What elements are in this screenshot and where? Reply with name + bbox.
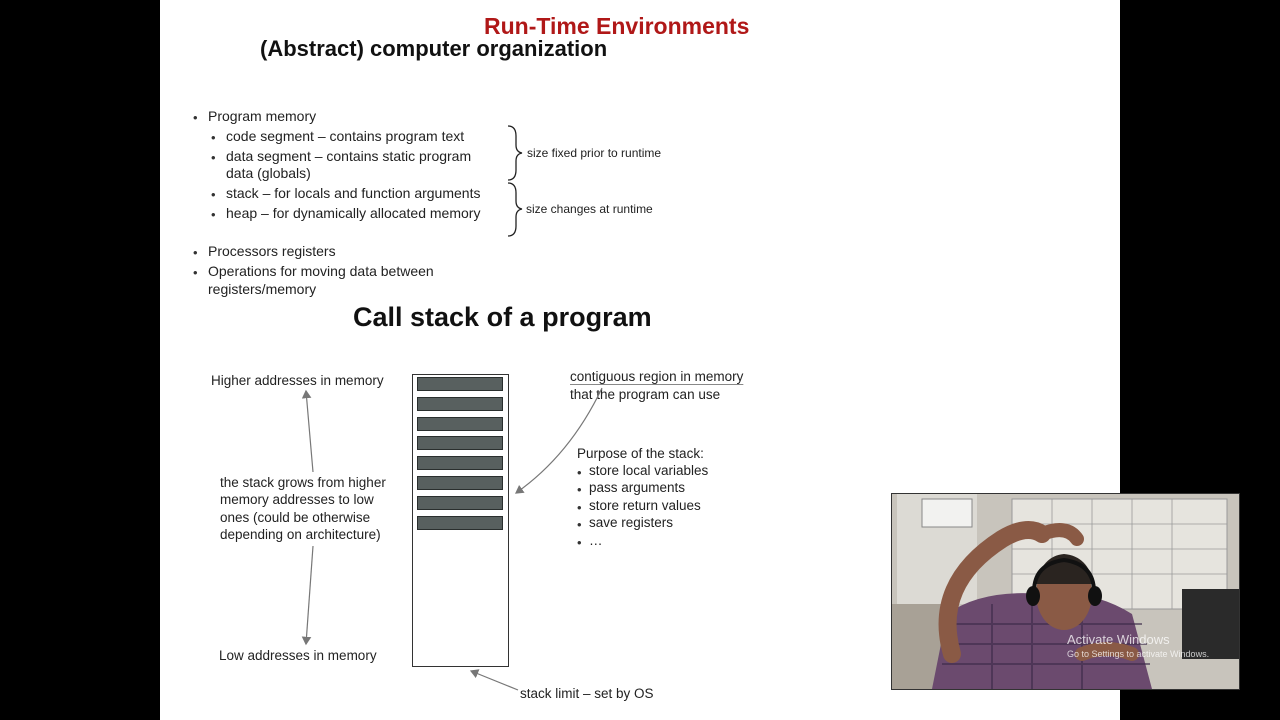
callstack-heading: Call stack of a program (353, 302, 652, 332)
bullet-dot: • (211, 207, 216, 222)
grows-line-4: depending on architecture) (220, 527, 381, 542)
bullet-dot: • (193, 245, 198, 260)
operations-item: Operations for moving data between (208, 263, 434, 279)
stack-frame (417, 377, 503, 391)
purpose-item: pass arguments (589, 480, 686, 495)
brace-fixed (507, 125, 523, 181)
memory-item-data: data segment – contains static program (226, 148, 472, 164)
grows-line-1: the stack grows from higher (220, 475, 386, 490)
watermark-line-2: Go to Settings to activate Windows. (1067, 649, 1210, 659)
region-label-line-1: contiguous region in memory (570, 369, 744, 384)
operations-item-cont: registers/memory (208, 281, 317, 297)
bullet-dot: • (211, 187, 216, 202)
stack-frame (417, 456, 503, 470)
stack-frame (417, 496, 503, 510)
purpose-item: store return values (589, 498, 701, 513)
grows-line-2: memory addresses to low (220, 492, 374, 507)
webcam-video: Activate Windows Go to Settings to activ… (891, 493, 1240, 690)
purpose-heading: Purpose of the stack: (577, 446, 704, 461)
region-label-line-2: that the program can use (570, 387, 721, 402)
registers-item: Processors registers (208, 243, 336, 259)
stack-frame (417, 436, 503, 450)
stack-frame (417, 397, 503, 411)
arrow-limit (469, 669, 519, 691)
stack-limit-label: stack limit – set by OS (520, 686, 654, 701)
memory-item-code: code segment – contains program text (226, 128, 465, 144)
brace-changes (507, 182, 523, 237)
memory-item-heap: heap – for dynamically allocated memory (226, 205, 481, 221)
slide-subtitle: (Abstract) computer organization (260, 36, 608, 61)
slide-title: Run-Time Environments (484, 13, 750, 39)
arrow-region (515, 387, 603, 494)
bullet-dot: • (577, 482, 582, 497)
bullet-dot: • (577, 500, 582, 515)
memory-item-data-cont: data (globals) (226, 165, 311, 181)
grows-line-3: ones (could be otherwise (220, 510, 371, 525)
program-memory-heading: Program memory (208, 108, 317, 124)
webcam-scene (892, 494, 1239, 689)
stack-frame (417, 516, 503, 530)
higher-addresses-label: Higher addresses in memory (211, 373, 384, 388)
stack-frame (417, 476, 503, 490)
bullet-dot: • (211, 150, 216, 165)
bullet-dot: • (193, 265, 198, 280)
bullet-dot: • (193, 110, 198, 125)
brace-label-changes: size changes at runtime (526, 202, 653, 216)
low-addresses-label: Low addresses in memory (219, 648, 377, 663)
bullet-dot: • (577, 517, 582, 532)
purpose-item: … (589, 533, 603, 548)
bullet-dot: • (577, 465, 582, 480)
slide: Run-Time Environments (Abstract) compute… (160, 0, 1120, 720)
bullet-dot: • (577, 535, 582, 550)
stack-frame (417, 417, 503, 431)
brace-label-fixed: size fixed prior to runtime (527, 146, 662, 160)
watermark-line-1: Activate Windows (1067, 632, 1170, 647)
purpose-item: store local variables (589, 463, 709, 478)
bullet-dot: • (211, 130, 216, 145)
arrow-down (301, 545, 314, 646)
purpose-item: save registers (589, 515, 674, 530)
memory-item-stack: stack – for locals and function argument… (226, 185, 481, 201)
arrow-up (301, 389, 314, 473)
